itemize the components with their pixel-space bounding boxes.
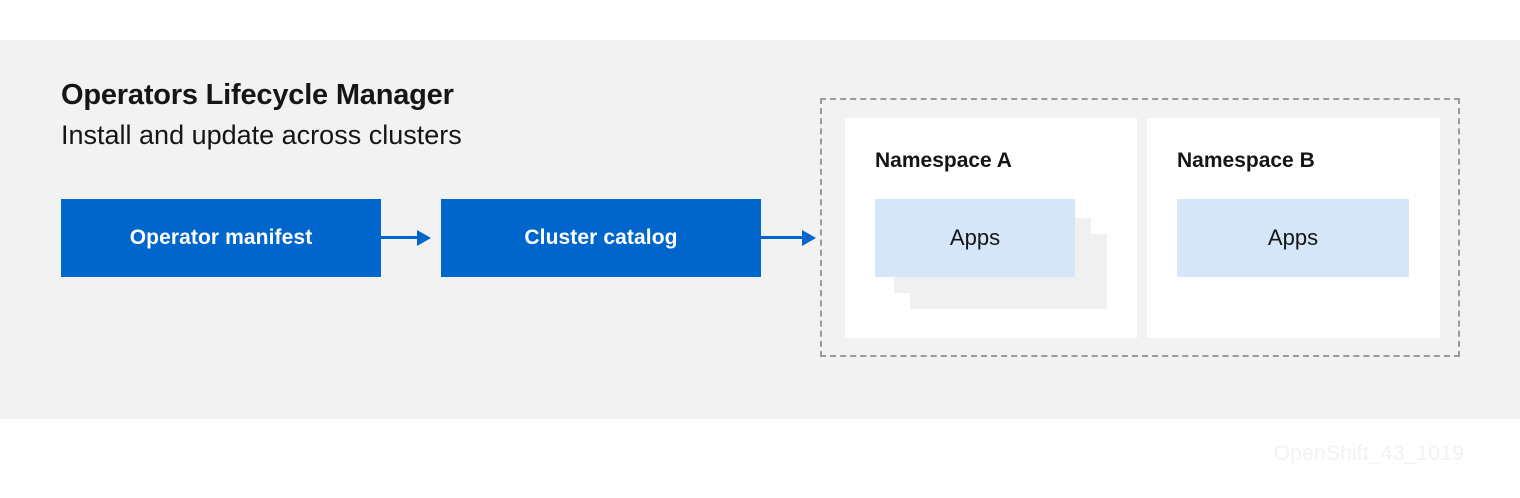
flow-box-cluster-catalog-label: Cluster catalog	[524, 226, 678, 249]
apps-stack-b: Apps	[1177, 199, 1409, 277]
arrow-right-icon-2	[761, 230, 817, 246]
apps-card-a: Apps	[875, 199, 1075, 277]
namespace-b-title: Namespace B	[1177, 149, 1315, 172]
cluster-boundary	[820, 98, 1460, 357]
apps-card-b: Apps	[1177, 199, 1409, 277]
flow-box-operator-manifest: Operator manifest	[61, 199, 381, 277]
apps-stack-a: Apps	[875, 199, 1107, 309]
apps-card-b-label: Apps	[1267, 225, 1319, 250]
page-subtitle: Install and update across clusters	[61, 120, 462, 150]
namespace-a-title: Namespace A	[875, 149, 1012, 172]
arrow-right-icon-1	[381, 230, 431, 246]
flow-box-cluster-catalog: Cluster catalog	[441, 199, 761, 277]
arrow-head	[802, 230, 816, 246]
arrow-head	[417, 230, 431, 246]
arrow-line	[761, 236, 803, 239]
apps-card-a-label: Apps	[949, 225, 1001, 250]
page-title: Operators Lifecycle Manager	[61, 79, 454, 111]
flow-box-operator-manifest-label: Operator manifest	[129, 226, 313, 249]
watermark-label: OpenShift_43_1019	[1273, 442, 1464, 465]
heading-block: Operators Lifecycle Manager Install and …	[61, 76, 701, 154]
arrow-line	[381, 236, 418, 239]
